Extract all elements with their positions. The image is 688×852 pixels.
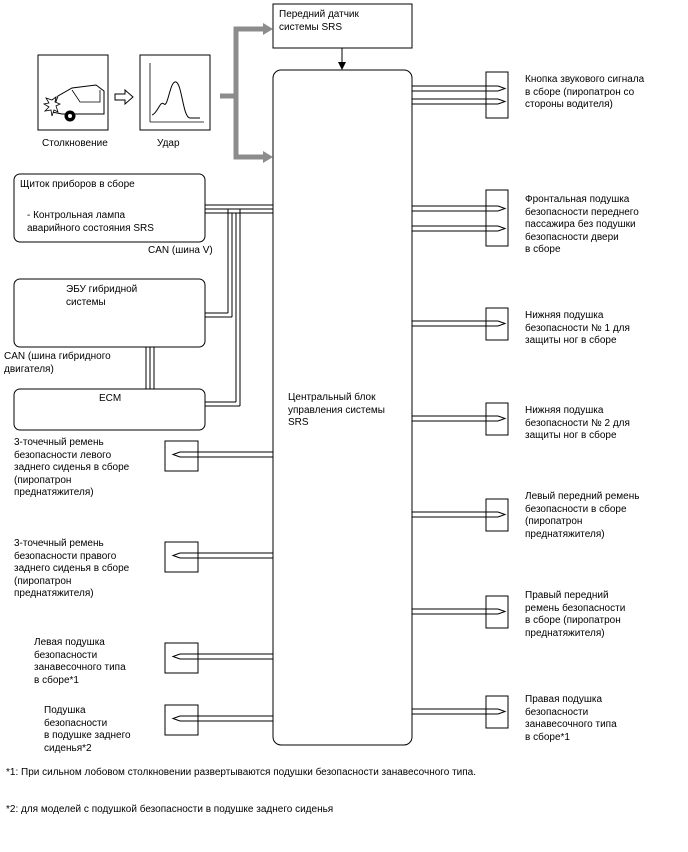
sensor-to-unit-arrow — [338, 62, 346, 70]
impact-illustration — [139, 54, 211, 131]
central-unit-box — [272, 69, 413, 746]
left-connections — [164, 440, 273, 736]
collision-label: Столкновение — [42, 138, 108, 149]
footnote-2: *2: для моделей с подушкой безопасности … — [6, 804, 334, 815]
impact-signal-arrows — [220, 23, 273, 163]
ecm-box — [13, 388, 206, 431]
impact-label: Удар — [157, 138, 180, 149]
can-hybrid-bus — [145, 347, 155, 389]
combination-meter-box — [13, 173, 206, 243]
collision-to-impact-arrow — [114, 88, 134, 106]
can-v-label: CAN (шина V) — [148, 245, 213, 256]
impact-frame — [139, 54, 211, 131]
can-v-bus — [205, 204, 273, 407]
right-connections — [412, 71, 509, 729]
footnote-1: *1: При сильном лобовом столкновении раз… — [6, 767, 476, 778]
front-sensor-box — [272, 3, 413, 49]
collision-illustration — [37, 54, 109, 131]
ecm-label: ECM — [99, 393, 122, 404]
combination-meter-label: Щиток приборов в сборе — [20, 179, 135, 190]
